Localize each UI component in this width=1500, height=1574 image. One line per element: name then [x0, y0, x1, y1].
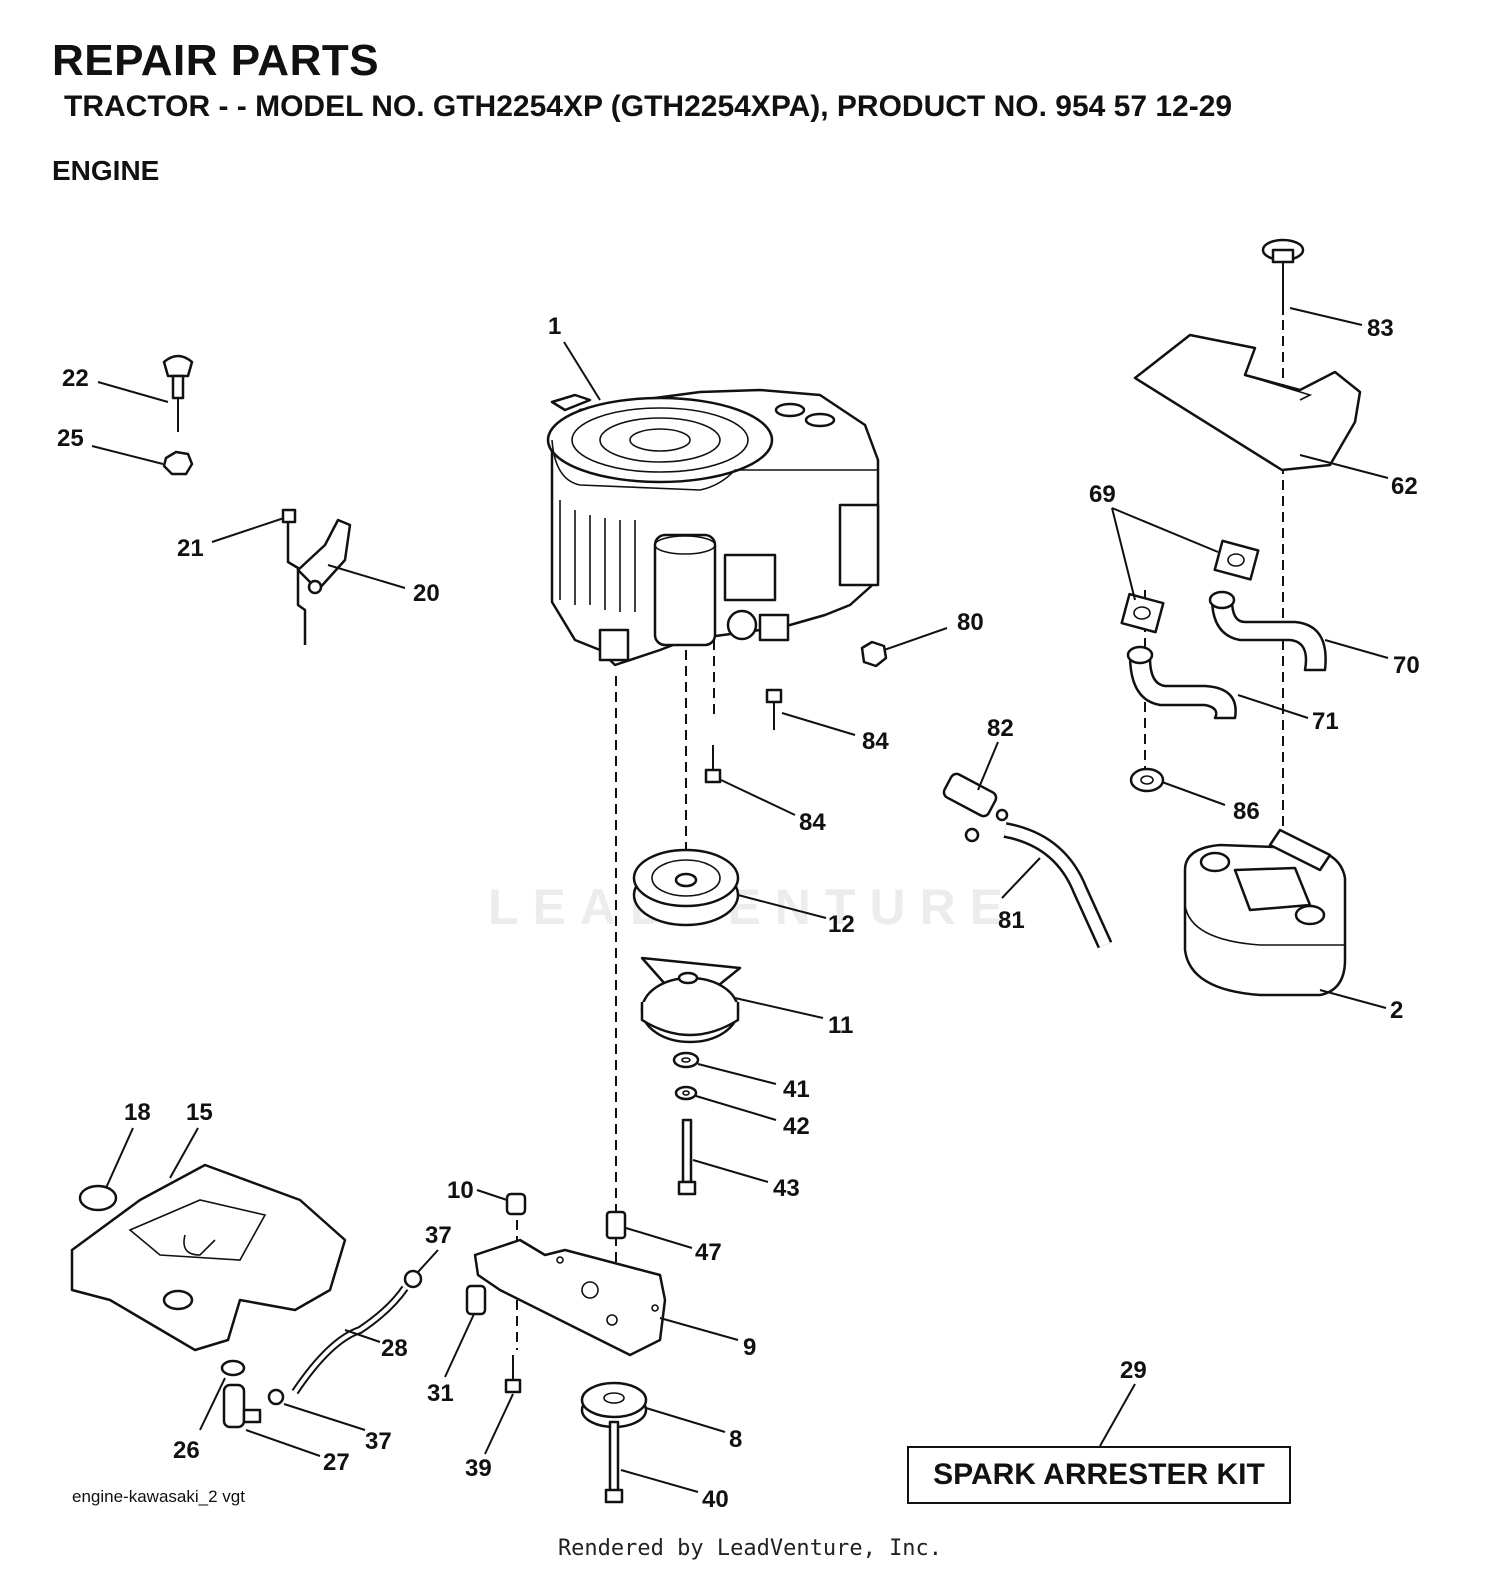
callout-47: 47 — [695, 1239, 722, 1266]
idler-pulley-part[interactable] — [580, 1381, 648, 1429]
engine-part[interactable] — [546, 388, 880, 667]
callout-15: 15 — [186, 1099, 213, 1126]
callout-labels: 1 22 25 21 20 80 84 84 12 11 41 42 43 10… — [57, 313, 1420, 1513]
engine-pulley-part[interactable] — [632, 848, 740, 927]
callout-26: 26 — [173, 1437, 200, 1464]
callout-62: 62 — [1391, 473, 1418, 500]
bolt-part-40[interactable] — [604, 1420, 624, 1504]
callout-8: 8 — [729, 1426, 742, 1453]
bolt-part-lower[interactable] — [704, 745, 722, 784]
callout-82: 82 — [987, 715, 1014, 742]
leader-lines — [91, 307, 1389, 1493]
heat-shield-knob-part[interactable] — [1261, 238, 1305, 315]
callout-40: 40 — [702, 1486, 729, 1513]
hex-nut-part[interactable] — [162, 450, 194, 476]
bolt-part-39[interactable] — [504, 1355, 522, 1394]
gasket-part-lower[interactable] — [1120, 592, 1165, 634]
spring-part-31[interactable] — [465, 1284, 487, 1316]
spark-arrester-kit-label: SPARK ARRESTER KIT — [933, 1458, 1265, 1491]
washer-part-41[interactable] — [672, 1051, 700, 1069]
callout-80: 80 — [957, 609, 984, 636]
gasket-part-upper[interactable] — [1213, 539, 1260, 581]
callout-21: 21 — [177, 535, 204, 562]
callout-86: 86 — [1233, 798, 1260, 825]
callout-27: 27 — [323, 1449, 350, 1476]
callout-9: 9 — [743, 1334, 756, 1361]
callout-31: 31 — [427, 1380, 454, 1407]
washer-part-42[interactable] — [674, 1085, 698, 1101]
bolt-part-upper[interactable] — [765, 688, 783, 730]
muffler-part[interactable] — [1183, 828, 1347, 997]
choke-knob-part[interactable] — [162, 354, 194, 432]
heat-shield-part[interactable] — [1133, 333, 1362, 472]
page-title: REPAIR PARTS — [52, 36, 380, 85]
hose-clamp-part-lower[interactable] — [267, 1388, 285, 1406]
oil-drain-valve-part[interactable] — [942, 772, 1009, 843]
callout-81: 81 — [998, 907, 1025, 934]
callout-20: 20 — [413, 580, 440, 607]
callout-84-lower: 84 — [799, 809, 826, 836]
callout-12: 12 — [828, 911, 855, 938]
diagram-file-label: engine-kawasaki_2 vgt — [72, 1487, 245, 1506]
callout-84-upper: 84 — [862, 728, 889, 755]
watermark: LEADVENTURE — [488, 879, 1018, 935]
muffler-nut-part[interactable] — [1129, 767, 1165, 793]
nut-part[interactable] — [860, 640, 888, 668]
footer-credit: Rendered by LeadVenture, Inc. — [557, 1536, 943, 1561]
callout-42: 42 — [783, 1113, 810, 1140]
hose-clamp-part-upper[interactable] — [403, 1269, 423, 1289]
callout-28: 28 — [381, 1335, 408, 1362]
washer-part-26[interactable] — [220, 1359, 246, 1377]
drain-hose-part[interactable] — [1003, 822, 1113, 949]
section-heading: ENGINE — [52, 155, 160, 186]
fuel-valve-part[interactable] — [222, 1383, 262, 1429]
throttle-bracket-part[interactable] — [281, 508, 352, 645]
callout-43: 43 — [773, 1175, 800, 1202]
callout-10: 10 — [447, 1177, 474, 1204]
callout-39: 39 — [465, 1455, 492, 1482]
spacer-part-47[interactable] — [605, 1210, 627, 1240]
callout-18: 18 — [124, 1099, 151, 1126]
callout-37-upper: 37 — [425, 1222, 452, 1249]
callout-70: 70 — [1393, 652, 1420, 679]
callout-37-lower: 37 — [365, 1428, 392, 1455]
callout-22: 22 — [62, 365, 89, 392]
fuel-tank-part[interactable] — [70, 1163, 347, 1352]
callout-1: 1 — [548, 313, 561, 340]
callout-25: 25 — [57, 425, 84, 452]
exhaust-pipe-part-71[interactable] — [1126, 645, 1237, 720]
callout-29: 29 — [1120, 1357, 1147, 1384]
spacer-part-10[interactable] — [505, 1192, 527, 1216]
spark-arrester-kit-box[interactable]: SPARK ARRESTER KIT — [907, 1446, 1291, 1504]
callout-71: 71 — [1312, 708, 1339, 735]
electric-clutch-part[interactable] — [640, 956, 742, 1044]
callout-2: 2 — [1390, 997, 1403, 1024]
fuel-line-part[interactable] — [291, 1285, 409, 1395]
callout-11: 11 — [828, 1012, 853, 1039]
exhaust-pipe-part-70[interactable] — [1208, 590, 1327, 672]
idler-bracket-part[interactable] — [473, 1238, 667, 1357]
callout-69: 69 — [1089, 481, 1116, 508]
fuel-cap-part[interactable] — [78, 1184, 118, 1212]
callout-83: 83 — [1367, 315, 1394, 342]
bolt-part-43[interactable] — [677, 1118, 697, 1196]
callout-41: 41 — [783, 1076, 810, 1103]
model-subtitle: TRACTOR - - MODEL NO. GTH2254XP (GTH2254… — [64, 90, 1233, 123]
